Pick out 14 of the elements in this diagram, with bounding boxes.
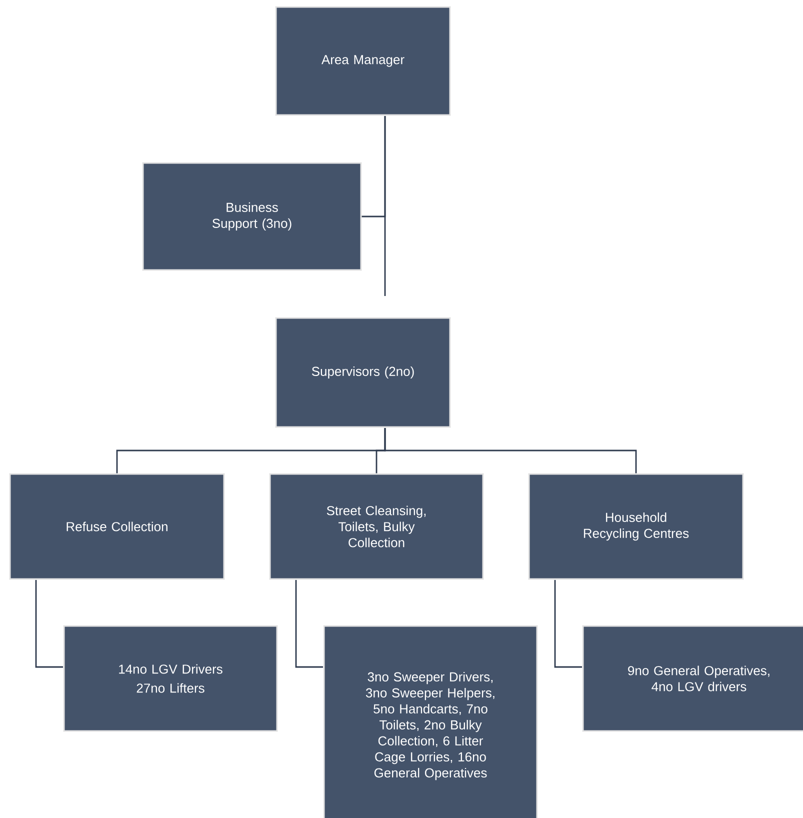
org-box: Supervisors (2no) <box>275 317 451 428</box>
connector-line <box>295 580 323 668</box>
connector-line <box>35 580 63 668</box>
org-box: 14no LGV Drivers 27no Lifters <box>63 625 278 732</box>
connector-line <box>384 428 637 474</box>
connector-line <box>384 116 386 296</box>
org-box: Household Recycling Centres <box>528 473 744 580</box>
org-box: 9no General Operatives, 4no LGV drivers <box>582 625 803 732</box>
org-box: Street Cleansing, Toilets, Bulky Collection <box>269 473 484 580</box>
org-box: Refuse Collection <box>9 473 225 580</box>
org-box: 3no Sweeper Drivers, 3no Sweeper Helpers, 5no Handcarts, 7no Toilets, 2no Bulky Collection, 6 Litter Cage Lorries, 16no General Operatives <box>323 625 538 818</box>
org-box: Area Manager <box>275 6 451 116</box>
connector-line <box>554 580 582 668</box>
org-box: Business Support (3no) <box>142 162 362 271</box>
